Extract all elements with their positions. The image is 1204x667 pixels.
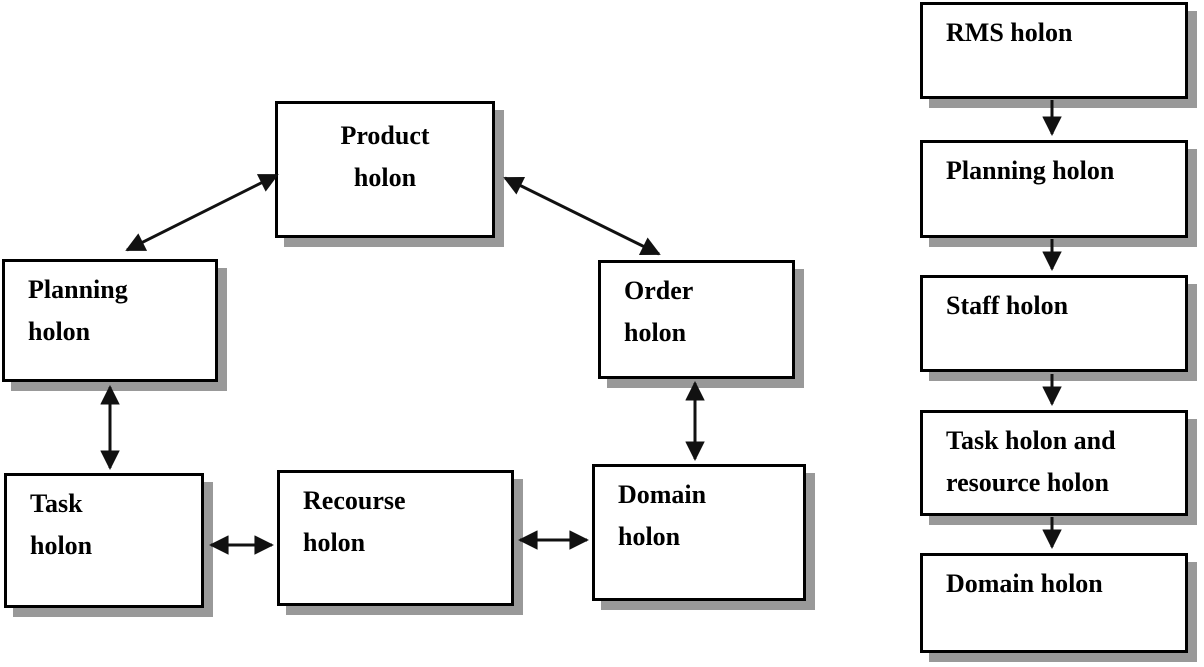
box-task-resource-holon: Task holon and resource holon	[920, 410, 1188, 516]
box-domain-holon-label: Domain holon	[618, 480, 707, 552]
box-rms-holon-label: RMS holon	[946, 18, 1073, 47]
box-order-holon: Order holon	[598, 260, 795, 379]
box-planning-holon-chain: Planning holon	[920, 140, 1188, 238]
box-order-holon-label: Order holon	[624, 276, 694, 348]
box-domain-holon: Domain holon	[592, 464, 806, 601]
box-task-holon-label: Task holon	[30, 489, 93, 561]
box-planning-holon-chain-label: Planning holon	[946, 156, 1115, 185]
box-task-resource-holon-label: Task holon and resource holon	[946, 426, 1116, 498]
box-recourse-holon: Recourse holon	[277, 470, 514, 606]
box-rms-holon: RMS holon	[920, 2, 1188, 99]
box-product-holon: Product holon	[275, 101, 495, 238]
box-planning-holon-label: Planning holon	[28, 275, 128, 347]
arrow-product-planning	[125, 173, 279, 252]
box-product-holon-label: Product holon	[340, 121, 430, 193]
arrow-product-order	[503, 176, 661, 256]
box-task-holon: Task holon	[4, 473, 204, 608]
box-staff-holon-label: Staff holon	[946, 291, 1069, 320]
box-planning-holon: Planning holon	[2, 259, 218, 382]
box-domain-holon-chain: Domain holon	[920, 553, 1188, 653]
box-domain-holon-chain-label: Domain holon	[946, 569, 1103, 598]
box-recourse-holon-label: Recourse holon	[303, 486, 406, 558]
box-staff-holon: Staff holon	[920, 275, 1188, 372]
